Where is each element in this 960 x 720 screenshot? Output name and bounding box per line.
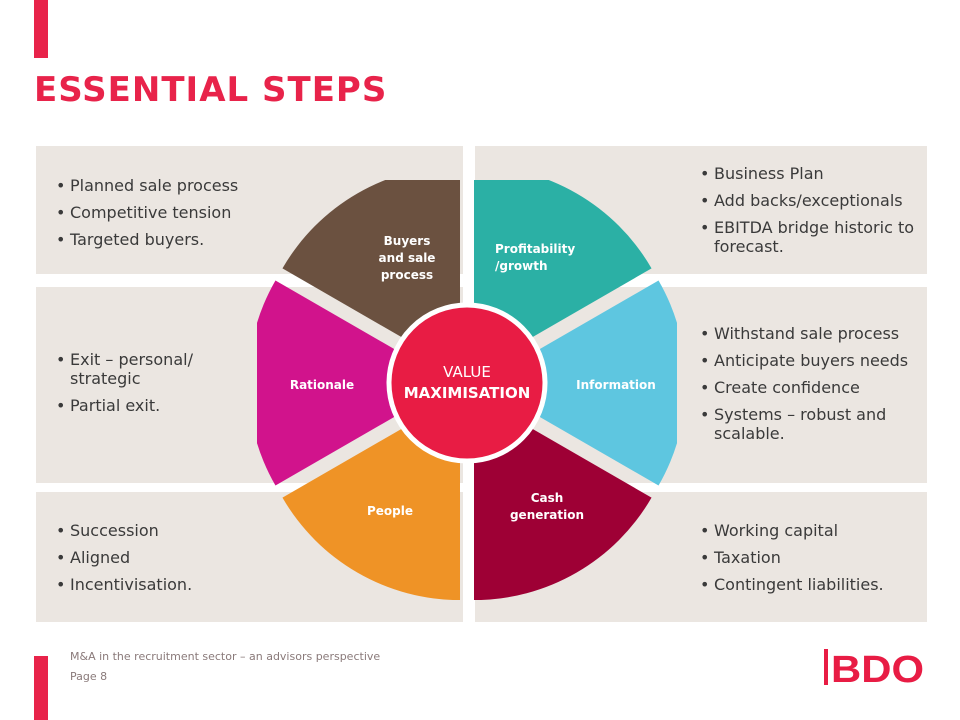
cash-label-line: Cash [531,491,564,505]
bullet-item: Systems – robust and scalable. [700,405,915,443]
bdo-logo-text: BDO [831,649,924,688]
bullet-list: Working capitalTaxationContingent liabil… [700,521,915,602]
bullet-item: Taxation [700,548,915,567]
people-label: People [367,504,413,518]
value-wheel: Buyers and sale process Profitability/growt… [257,180,677,600]
center-label-line1: VALUE [443,363,491,381]
wheel-labels: Buyers and sale process Profitability/growt… [290,234,656,522]
buyers-label-line: process [381,268,433,282]
buyers-label-line: Buyers [384,234,431,248]
center-label-line2: MAXIMISATION [404,384,531,402]
information-label-line: Information [576,378,656,392]
cash-label: Cash generation [510,491,584,522]
buyers-label: Buyers and sale process [379,234,436,282]
rationale-label-line: Rationale [290,378,354,392]
bullet-list: Exit – personal/ strategicPartial exit. [56,350,226,423]
page-number: Page 8 [70,670,108,683]
people-label-line: People [367,504,413,518]
bullet-item: Withstand sale process [700,324,915,343]
page-title: ESSENTIAL STEPS [34,70,388,110]
bottom-accent-bar [34,656,48,720]
rationale-label: Rationale [290,378,354,392]
cash-segment [474,395,652,600]
bdo-logo-bar [824,649,828,685]
bullet-list: Business PlanAdd backs/exceptionalsEBITD… [700,164,915,264]
bullet-list: Withstand sale processAnticipate buyers … [700,324,915,451]
bullet-item: Partial exit. [56,396,226,415]
bullet-item: Anticipate buyers needs [700,351,915,370]
cash-label-line: generation [510,508,584,522]
bullet-item: Targeted buyers. [56,230,238,249]
bullet-item: Create confidence [700,378,915,397]
bdo-logo: BDO [824,649,924,688]
bullet-item: Exit – personal/ strategic [56,350,226,388]
profitability-label-line: /growth [495,259,548,273]
bullet-item: EBITDA bridge historic to forecast. [700,218,915,256]
bullet-item: Competitive tension [56,203,238,222]
bullet-item: Incentivisation. [56,575,192,594]
value-maximisation-circle [386,302,548,464]
people-segment [282,395,460,600]
rationale-segment [257,280,453,486]
bullet-item: Business Plan [700,164,915,183]
profitability-label-line: Profitability [495,242,575,256]
information-segment [481,280,677,486]
top-accent-bar [34,0,48,58]
bullet-item: Add backs/exceptionals [700,191,915,210]
bullet-item: Working capital [700,521,915,540]
bullet-item: Aligned [56,548,192,567]
bullet-item: Planned sale process [56,176,238,195]
bullet-list: Planned sale processCompetitive tensionT… [56,176,238,257]
footer-subtitle: M&A in the recruitment sector – an advis… [70,650,381,663]
bullet-list: SuccessionAlignedIncentivisation. [56,521,192,602]
buyers-label-line: and sale [379,251,436,265]
bullet-item: Succession [56,521,192,540]
profitability-label: Profitability/growth [495,242,575,273]
bullet-item: Contingent liabilities. [700,575,915,594]
information-label: Information [576,378,656,392]
